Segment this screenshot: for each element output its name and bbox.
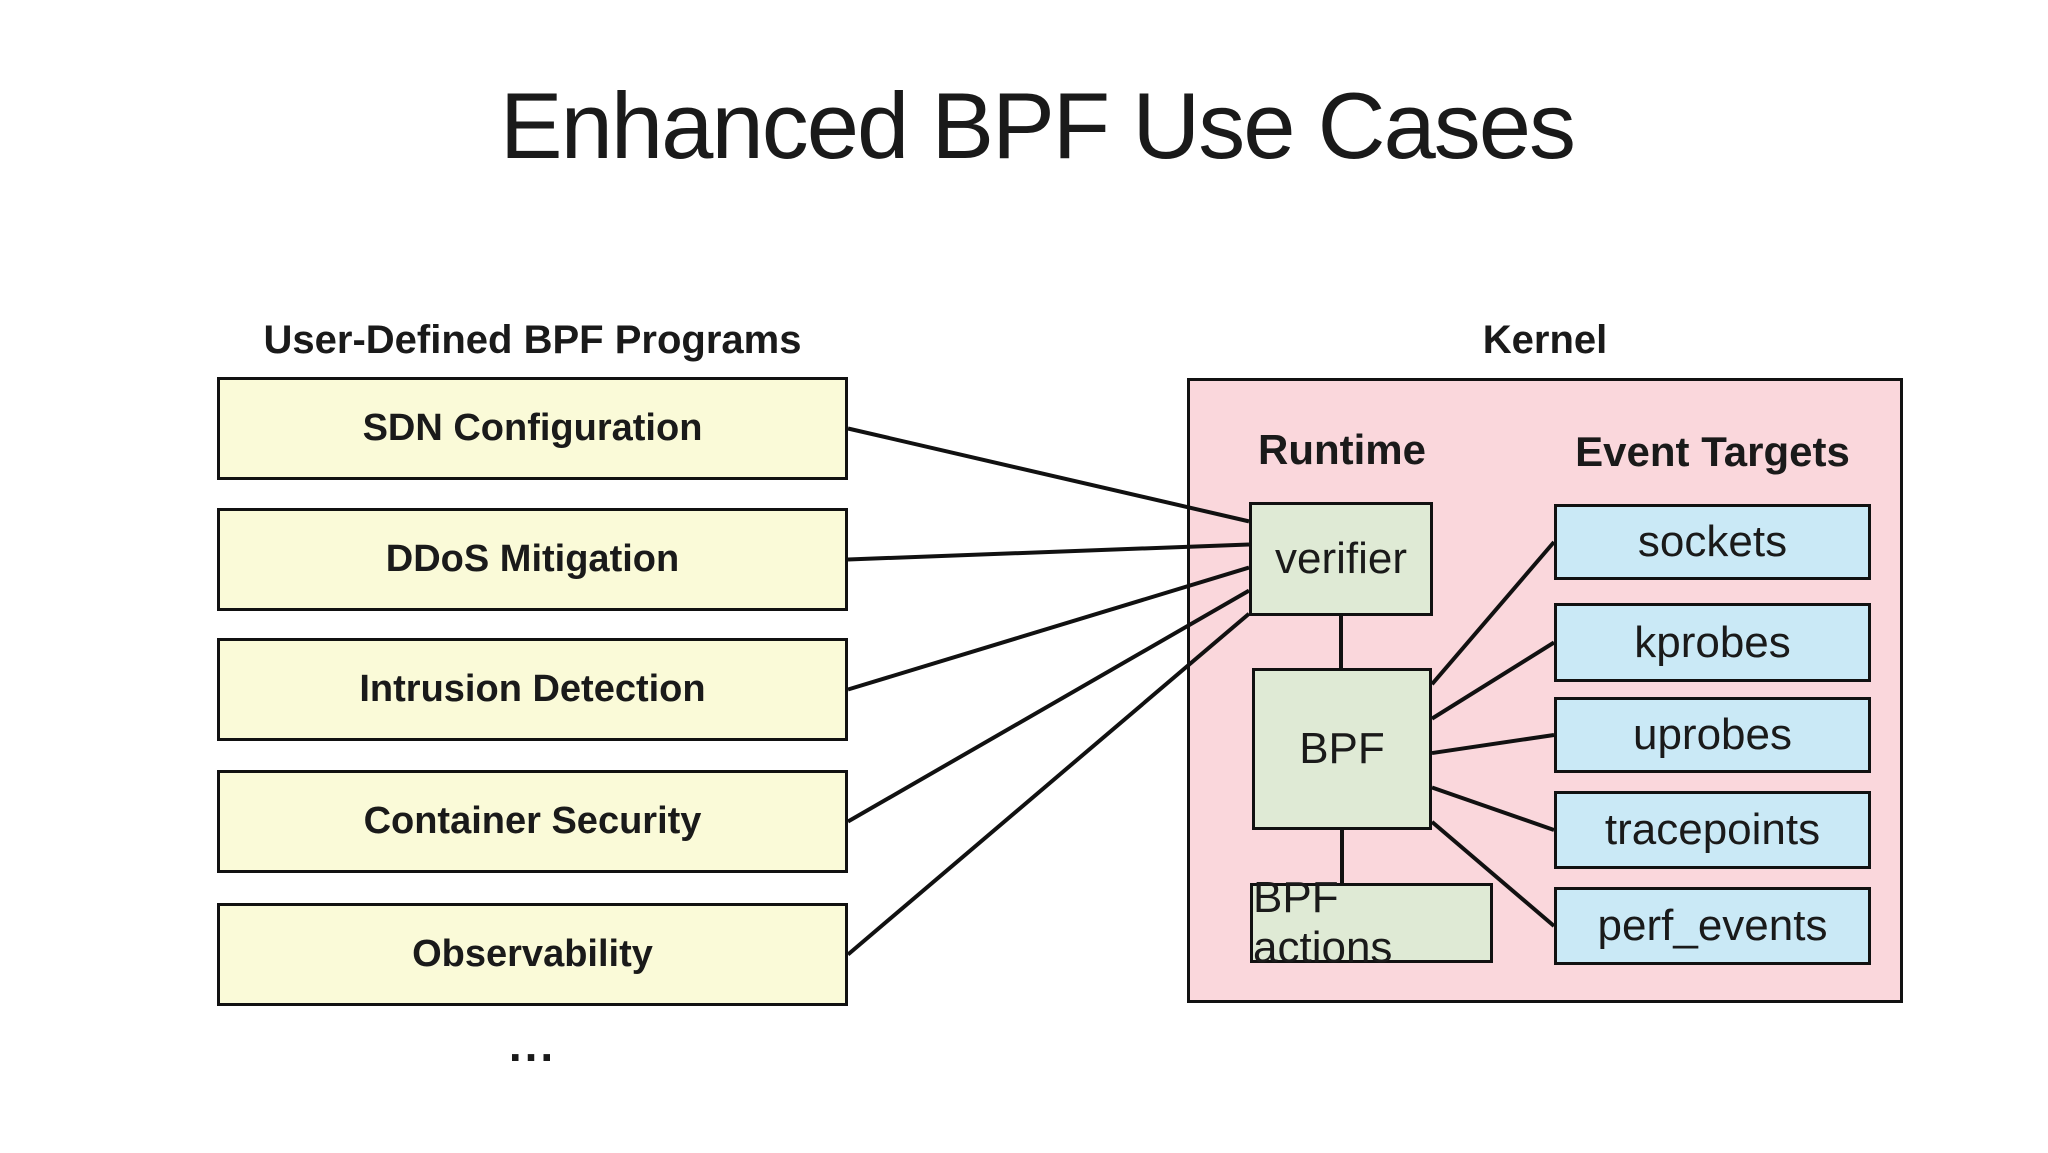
user-programs-header: User-Defined BPF Programs <box>263 318 802 362</box>
kernel-header: Kernel <box>1482 318 1608 362</box>
tracepoints-box: tracepoints <box>1554 791 1871 869</box>
slide-title: Enhanced BPF Use Cases <box>499 73 1576 178</box>
program-box-observability: Observability <box>217 903 848 1006</box>
uprobes-box: uprobes <box>1554 697 1871 773</box>
bpf-actions-box: BPF actions <box>1250 873 1493 972</box>
verifier-box: verifier <box>1249 502 1433 616</box>
event-targets-label: Event Targets <box>1575 428 1850 475</box>
program-box-ddos-mitigation: DDoS Mitigation <box>217 508 848 611</box>
kprobes-box: kprobes <box>1554 603 1871 682</box>
perf-events-box: perf_events <box>1554 887 1871 965</box>
sockets-box: sockets <box>1554 504 1871 580</box>
bpf-box: BPF <box>1252 668 1432 830</box>
runtime-label: Runtime <box>1258 426 1426 473</box>
program-box-intrusion-detection: Intrusion Detection <box>217 638 848 741</box>
program-box-sdn-configuration: SDN Configuration <box>217 377 848 480</box>
more-programs-ellipsis: ... <box>508 1019 557 1071</box>
program-box-container-security: Container Security <box>217 770 848 873</box>
